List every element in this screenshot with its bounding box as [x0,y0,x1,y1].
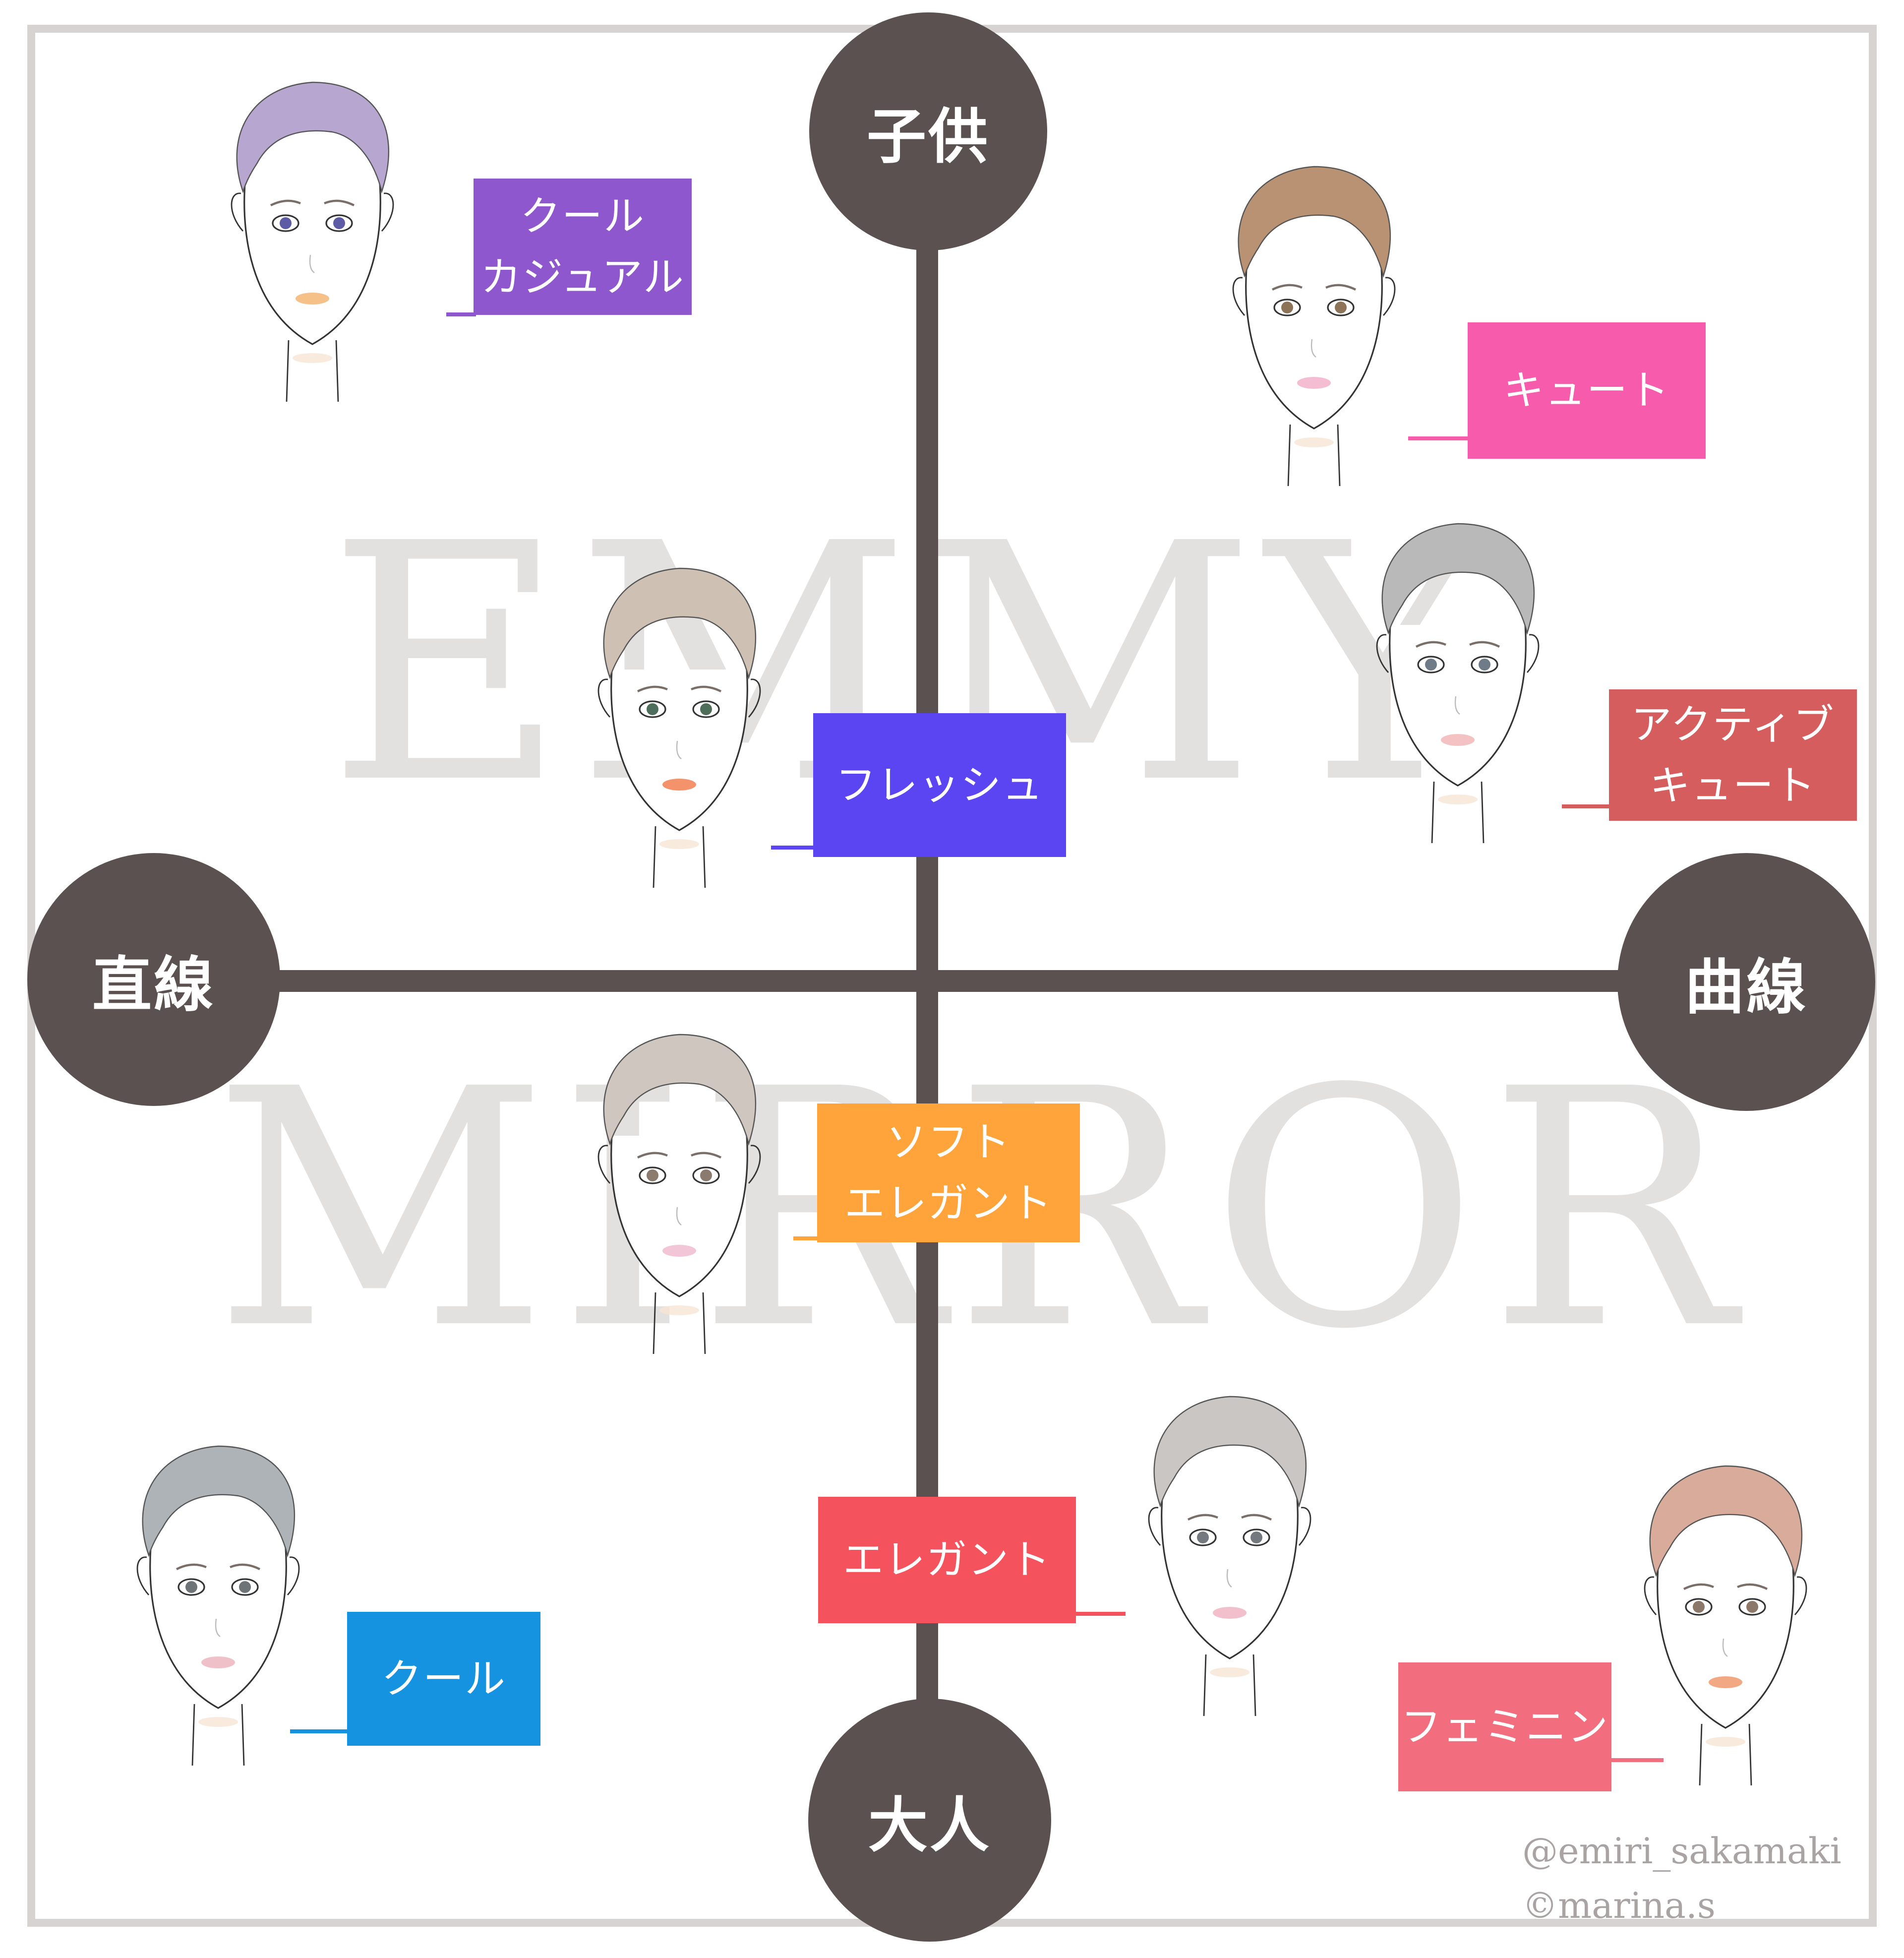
axis-pole-top-label: 子供 [867,103,990,172]
face-cool-casual [183,64,441,422]
label-cool-casual-line2: カジュアル [480,253,685,301]
connector-elegant [1076,1612,1126,1616]
axis-pole-top: 子供 [809,12,1047,250]
connector-cool-casual [446,312,476,316]
label-fresh: フレッシュ [813,713,1066,857]
face-active-cute [1329,506,1587,863]
connector-cute [1408,436,1470,440]
axis-pole-right: 曲線 [1617,853,1875,1111]
label-active-cute-line1: アクティブ [1631,701,1835,748]
label-soft-elegant-line2: エレガント [844,1180,1053,1227]
label-feminine: フェミニン [1398,1662,1611,1791]
connector-feminine [1609,1758,1664,1762]
credit-handle: @emiri_sakamaki [1522,1830,1842,1872]
axis-pole-bottom-label: 大人 [868,1791,991,1860]
axis-pole-left: 直線 [27,853,280,1106]
credit-copyright: ©marina.s [1522,1885,1716,1926]
connector-active-cute [1562,804,1611,808]
face-cool [89,1428,347,1785]
horizontal-axis-line [139,970,1770,992]
label-feminine-line1: フェミニン [1400,1703,1609,1751]
axis-pole-bottom: 大人 [808,1699,1051,1942]
connector-soft-elegant [793,1236,821,1240]
face-cute [1185,149,1443,506]
label-cute: キュート [1468,322,1706,459]
label-soft-elegant-line1: ソフト [886,1119,1011,1166]
face-soft-elegant [550,1017,808,1374]
label-cool-line1: クール [381,1655,506,1703]
connector-cool [290,1729,350,1733]
connector-fresh [771,846,816,850]
label-soft-elegant: ソフトエレガント [817,1103,1080,1242]
axis-pole-right-label: 曲線 [1685,953,1808,1022]
label-cool: クール [347,1612,540,1746]
label-active-cute: アクティブキュート [1609,689,1857,821]
label-elegant-line1: エレガント [842,1536,1051,1584]
label-cute-line1: キュート [1503,367,1670,414]
label-elegant: エレガント [818,1497,1076,1623]
label-fresh-line1: フレッシュ [835,761,1044,809]
face-fresh [550,551,808,908]
face-elegant [1101,1379,1359,1736]
face-feminine [1597,1448,1854,1805]
axis-pole-left-label: 直線 [92,951,215,1020]
label-cool-casual-line1: クール [520,192,645,240]
label-active-cute-line2: キュート [1649,762,1816,809]
label-cool-casual: クールカジュアル [474,179,692,315]
